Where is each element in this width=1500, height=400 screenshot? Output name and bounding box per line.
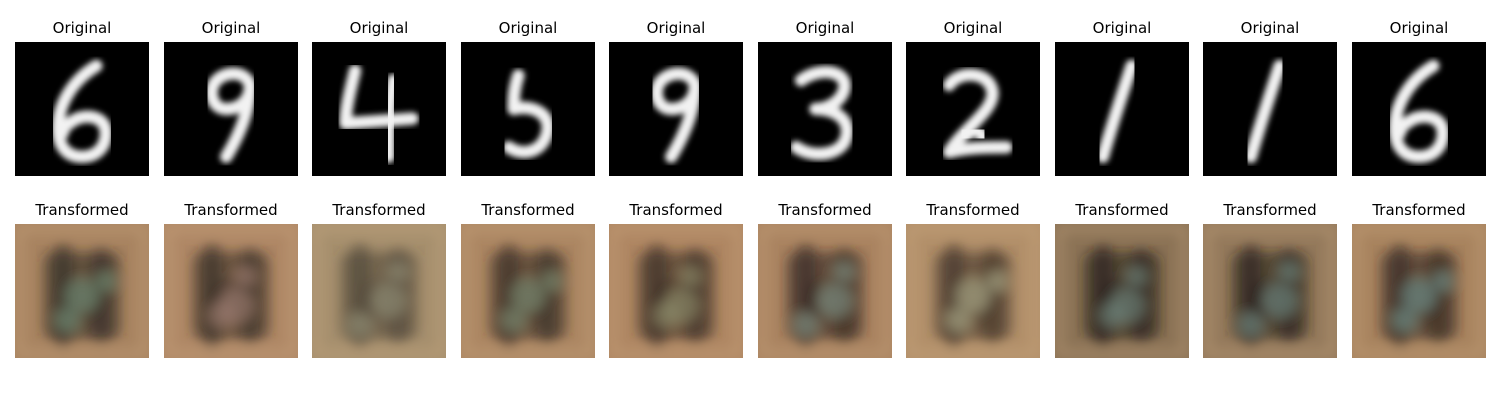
transformed-panel: Transformed bbox=[1055, 0, 1189, 400]
transformed-image bbox=[906, 224, 1040, 358]
digit-image bbox=[461, 42, 595, 176]
transformed-panel: Transformed bbox=[15, 0, 149, 400]
transformed-panel: Transformed bbox=[164, 0, 298, 400]
panel-title: Transformed bbox=[481, 201, 575, 219]
panel-title: Transformed bbox=[778, 201, 872, 219]
original-panel: Original bbox=[1352, 0, 1486, 400]
panel-title: Transformed bbox=[35, 201, 129, 219]
digit-image bbox=[1203, 42, 1337, 176]
transformed-image bbox=[609, 224, 743, 358]
digit-image bbox=[164, 42, 298, 176]
panel-title: Original bbox=[943, 19, 1003, 37]
panel-title: Transformed bbox=[1075, 201, 1169, 219]
digit-image bbox=[1352, 42, 1486, 176]
original-panel: Original bbox=[1203, 0, 1337, 400]
transformed-panel: Transformed bbox=[312, 0, 446, 400]
transformed-image bbox=[758, 224, 892, 358]
panel-title: Original bbox=[201, 19, 261, 37]
transformed-image bbox=[164, 224, 298, 358]
original-panel: Original bbox=[164, 0, 298, 400]
panel-title: Transformed bbox=[1223, 201, 1317, 219]
transformed-image bbox=[1203, 224, 1337, 358]
panel-title: Original bbox=[498, 19, 558, 37]
original-panel: Original bbox=[1055, 0, 1189, 400]
digit-image bbox=[758, 42, 892, 176]
original-panel: Original bbox=[906, 0, 1040, 400]
original-panel: Original bbox=[15, 0, 149, 400]
transformed-image bbox=[1055, 224, 1189, 358]
transformed-panel: Transformed bbox=[609, 0, 743, 400]
digit-image bbox=[906, 42, 1040, 176]
panel-title: Original bbox=[795, 19, 855, 37]
panel-title: Transformed bbox=[629, 201, 723, 219]
panel-title: Original bbox=[1240, 19, 1300, 37]
panel-title: Original bbox=[646, 19, 706, 37]
transformed-panel: Transformed bbox=[461, 0, 595, 400]
transformed-panel: Transformed bbox=[1352, 0, 1486, 400]
digit-image bbox=[15, 42, 149, 176]
original-panel: Original bbox=[312, 0, 446, 400]
digit-image bbox=[312, 42, 446, 176]
original-panel: Original bbox=[758, 0, 892, 400]
panel-title: Original bbox=[52, 19, 112, 37]
transformed-panel: Transformed bbox=[906, 0, 1040, 400]
original-panel: Original bbox=[461, 0, 595, 400]
panel-title: Original bbox=[349, 19, 409, 37]
transformed-image bbox=[312, 224, 446, 358]
panel-title: Transformed bbox=[926, 201, 1020, 219]
digit-image bbox=[609, 42, 743, 176]
panel-title: Transformed bbox=[184, 201, 278, 219]
panel-title: Original bbox=[1092, 19, 1152, 37]
transformed-image bbox=[15, 224, 149, 358]
original-panel: Original bbox=[609, 0, 743, 400]
transformed-image bbox=[461, 224, 595, 358]
digit-image bbox=[1055, 42, 1189, 176]
panel-title: Transformed bbox=[332, 201, 426, 219]
transformed-panel: Transformed bbox=[1203, 0, 1337, 400]
panel-title: Transformed bbox=[1372, 201, 1466, 219]
panel-title: Original bbox=[1389, 19, 1449, 37]
transformed-image bbox=[1352, 224, 1486, 358]
transformed-panel: Transformed bbox=[758, 0, 892, 400]
